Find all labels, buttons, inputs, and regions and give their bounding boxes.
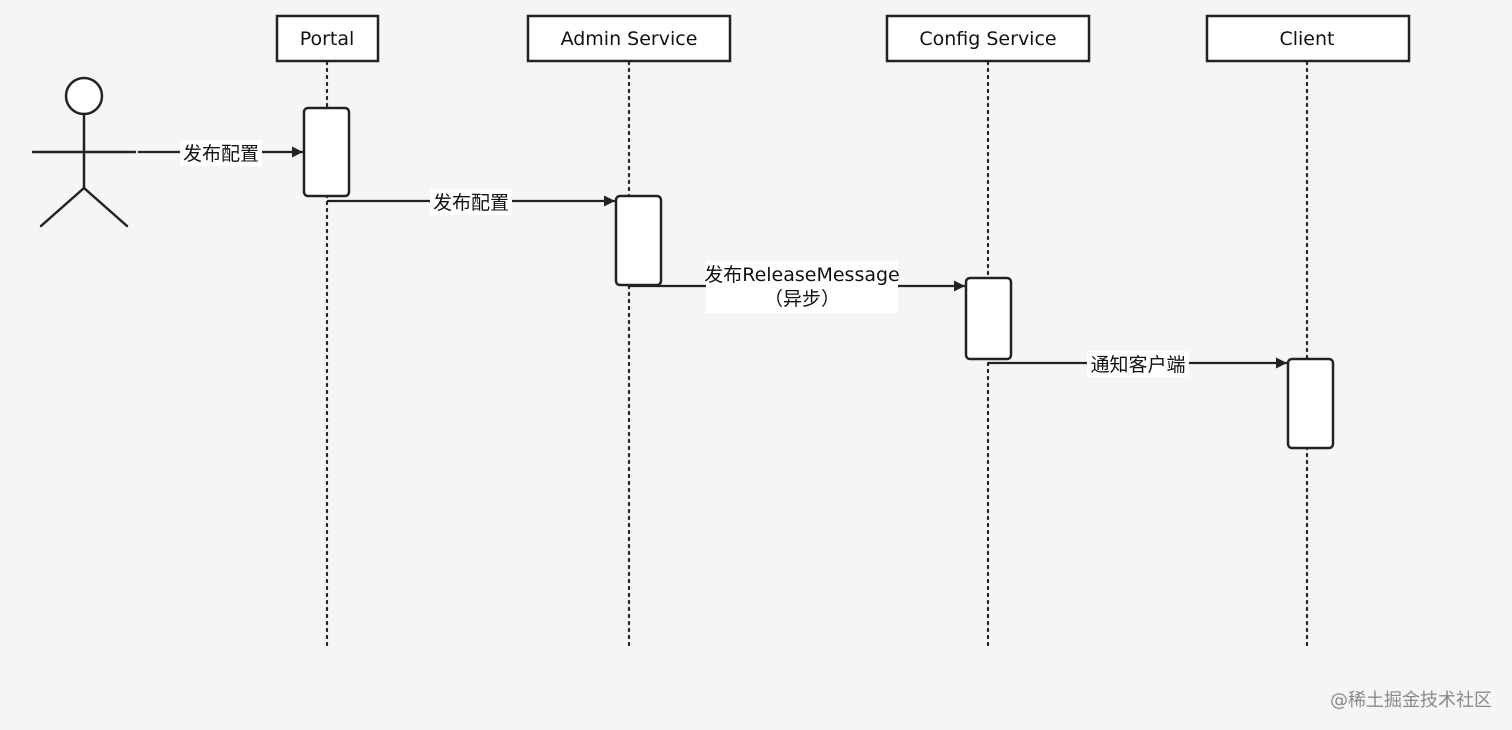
message-sublabel: （异步）: [764, 288, 840, 310]
message-admin-to-config: 发布ReleaseMessage （异步）: [629, 261, 965, 313]
user-actor-icon: [31, 76, 137, 228]
message-actor-to-portal: 发布配置: [138, 140, 303, 166]
participant-portal: Portal: [275, 14, 380, 63]
message-config-to-client: 通知客户端: [988, 351, 1287, 377]
activation-admin-service: [614, 194, 663, 287]
watermark: @稀土掘金技术社区: [1330, 690, 1492, 711]
message-portal-to-admin: 发布配置: [327, 189, 615, 215]
message-label: 发布配置: [433, 192, 509, 214]
message-label: 通知客户端: [1090, 354, 1185, 376]
participant-client-label: Client: [1279, 28, 1334, 50]
activation-config-service: [964, 276, 1013, 361]
participant-client: Client: [1205, 14, 1411, 63]
message-label: 发布配置: [183, 143, 259, 165]
participant-portal-label: Portal: [300, 28, 355, 50]
participant-admin-service: Admin Service: [526, 14, 732, 63]
message-label: 发布ReleaseMessage: [704, 264, 900, 286]
participant-config-service-label: Config Service: [919, 28, 1056, 50]
participant-admin-service-label: Admin Service: [561, 28, 698, 50]
activation-client: [1286, 357, 1335, 450]
activation-portal: [302, 106, 351, 198]
participant-config-service: Config Service: [885, 14, 1091, 63]
